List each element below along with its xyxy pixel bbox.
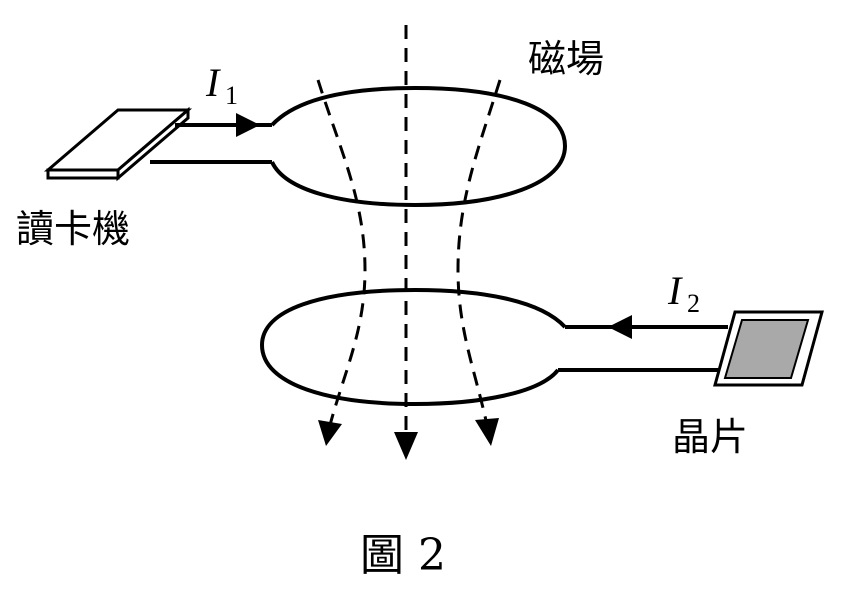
svg-text:I: I xyxy=(205,60,221,105)
chip-die xyxy=(723,319,810,379)
svg-text:I: I xyxy=(667,268,683,313)
field-line-left xyxy=(316,79,367,426)
card-reader xyxy=(43,106,193,182)
chip-label: 晶片 xyxy=(672,415,748,459)
svg-text:1: 1 xyxy=(225,81,238,110)
reader-coil xyxy=(270,85,568,208)
magnetic-field-lines xyxy=(316,25,502,440)
chip-coil xyxy=(259,287,567,407)
field-line-right xyxy=(456,79,502,426)
figure-caption: 圖 2 xyxy=(360,530,446,581)
reader-label: 讀卡機 xyxy=(16,207,130,251)
field-arrow-right xyxy=(475,418,499,446)
current-i1-label: I 1 xyxy=(205,60,238,110)
field-arrowheads xyxy=(318,418,499,460)
svg-text:2: 2 xyxy=(687,289,700,318)
chip-card xyxy=(713,310,824,387)
chip-lead-wires xyxy=(558,325,728,372)
current-i2-label: I 2 xyxy=(667,268,700,318)
field-label: 磁場 xyxy=(528,37,604,81)
field-arrow-center xyxy=(394,432,418,460)
field-arrow-left xyxy=(318,420,342,446)
